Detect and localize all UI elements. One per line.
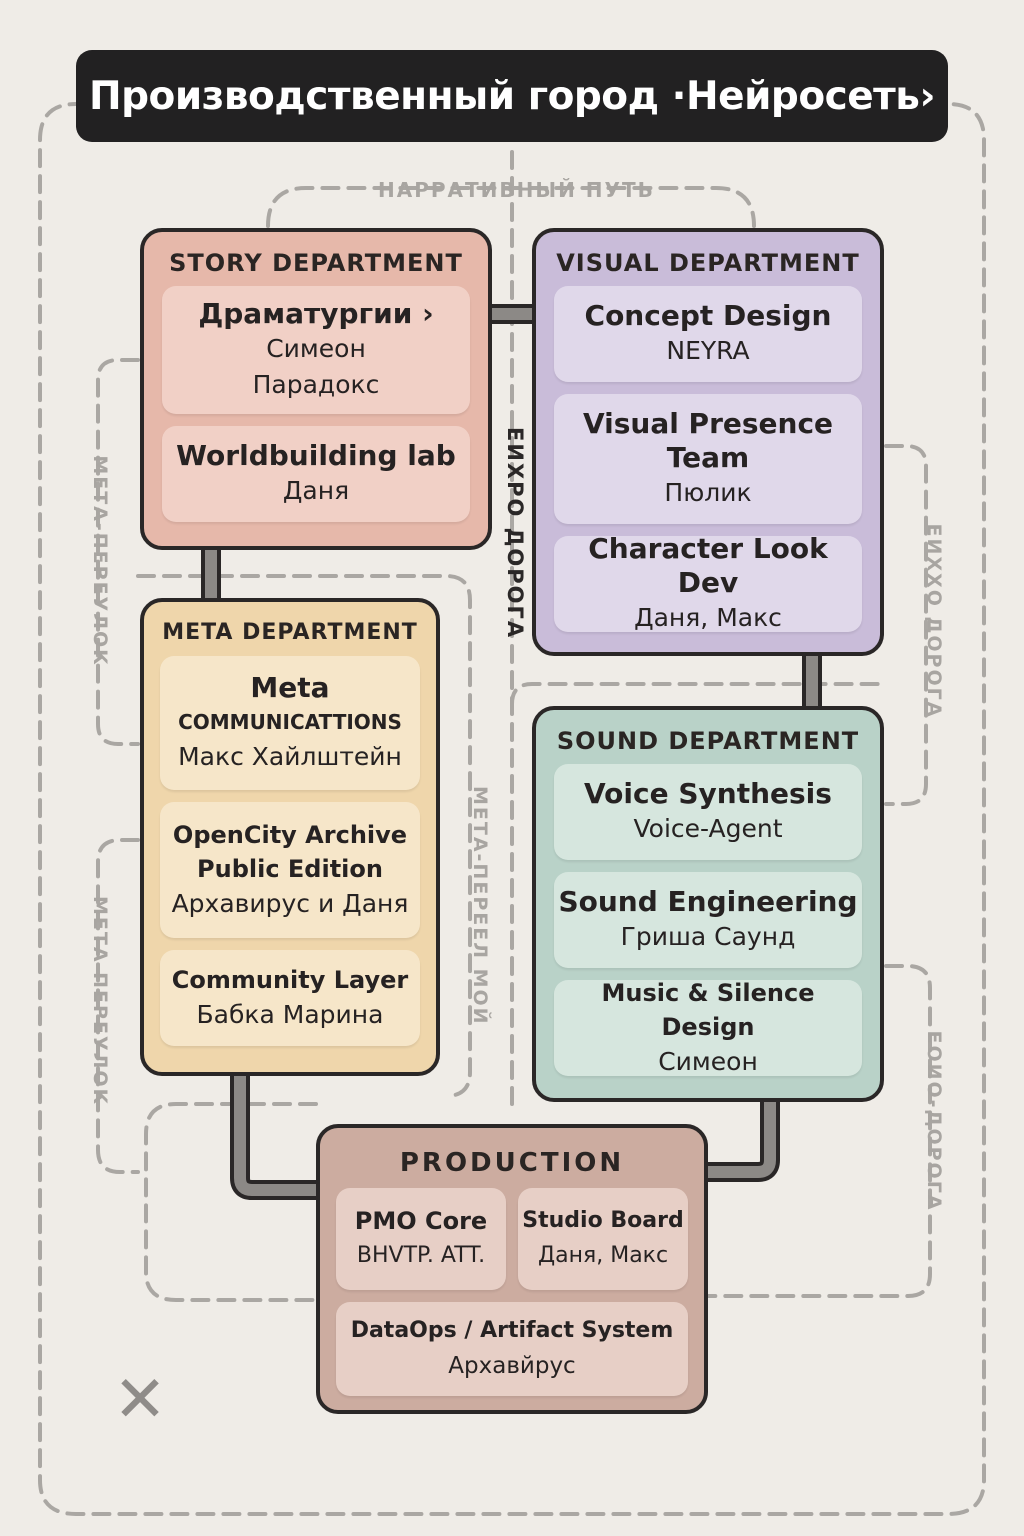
left-lower-road: [96, 838, 140, 1174]
unit-person: Даня, Макс: [634, 603, 782, 632]
unit-community-layer[interactable]: Community Layer Бабка Марина: [160, 950, 420, 1046]
department-title: SOUND DEPARTMENT: [556, 727, 860, 755]
unit-name-line2: Team: [666, 441, 750, 474]
unit-person: Архавирус и Даня: [171, 889, 409, 918]
unit-name: Meta: [250, 671, 330, 704]
unit-subtitle: COMMUNICATTIONS: [178, 710, 402, 734]
unit-visual-presence-team[interactable]: Visual Presence Team Пюлик: [554, 394, 862, 524]
department-title: STORY DEPARTMENT: [169, 249, 463, 277]
unit-name: Studio Board: [522, 1208, 684, 1233]
road-label-right-lower: ЕОИО-ДОРОГА: [923, 1030, 945, 1212]
road-label-narrative: НАРРАТИВНЫЙ ПУТЬ: [378, 178, 655, 202]
production-row: PMO Core BHVTP. ATT. Studio Board Даня, …: [336, 1188, 688, 1302]
right-lower-road: [706, 964, 932, 1298]
unit-person: Макс Хайлштейн: [178, 742, 402, 771]
unit-name: Character Look Dev: [588, 532, 828, 599]
unit-person: Парадокс: [252, 370, 380, 399]
right-upper-road: [884, 444, 928, 806]
left-upper-road: [96, 358, 140, 746]
outer-road: [38, 102, 986, 1516]
department-title: META DEPARTMENT: [162, 620, 418, 645]
unit-pmo-core[interactable]: PMO Core BHVTP. ATT.: [336, 1188, 506, 1290]
unit-person: BHVTP. ATT.: [356, 1243, 486, 1268]
road-label-left-upper: МЕТА-ПЕРЕУЛОК: [89, 455, 111, 667]
connector-sound-production: [706, 1100, 780, 1182]
sound-department[interactable]: SOUND DEPARTMENT Voice Synthesis Voice-A…: [532, 706, 884, 1102]
unit-person: Симеон: [658, 1047, 758, 1076]
unit-character-look-dev[interactable]: Character Look Dev Даня, Макс: [554, 532, 862, 632]
road-label-right-upper: ЕИХХО ДОРОГА: [923, 523, 945, 719]
unit-name-line2: Public Edition: [197, 855, 383, 883]
unit-name: Community Layer: [171, 966, 409, 994]
unit-name: OpenCity Archive: [172, 821, 408, 849]
unit-person: Бабка Марина: [196, 1000, 384, 1029]
road-label-left-lower: МЕТА ПЕРЕУЛОК: [89, 895, 111, 1107]
department-title: PRODUCTION: [399, 1148, 625, 1178]
unit-voice-synthesis[interactable]: Voice Synthesis Voice-Agent: [554, 764, 862, 860]
connector-meta-production: [230, 1074, 318, 1200]
unit-person: Даня, Макс: [537, 1243, 669, 1268]
unit-person: NEYRA: [666, 336, 750, 365]
unit-music-silence-design[interactable]: Music & Silence Design Симеон: [554, 979, 862, 1076]
unit-studio-board[interactable]: Studio Board Даня, Макс: [518, 1188, 688, 1290]
unit-name: Visual Presence: [582, 407, 834, 440]
unit-concept-design[interactable]: Concept Design NEYRA: [554, 286, 862, 382]
unit-person: Гриша Саунд: [620, 922, 796, 951]
unit-name: Драматургии ›: [198, 297, 434, 330]
road-label-center-left: МЕТА-ПЕРЕЕЛ МОЙ: [469, 786, 491, 1026]
unit-person: Даня: [282, 476, 350, 505]
unit-worldbuilding-lab[interactable]: Worldbuilding lab Даня: [162, 426, 470, 522]
meta-cross-road: [136, 574, 472, 1098]
unit-name: PMO Core: [354, 1207, 488, 1235]
page-title: Производственный город ·Нейросеть›: [76, 50, 948, 142]
story-department[interactable]: STORY DEPARTMENT Драматургии › Симеон Па…: [140, 228, 492, 550]
unit-name: Concept Design: [584, 299, 832, 332]
production-department[interactable]: PRODUCTION PMO Core BHVTP. ATT. Studio B…: [316, 1124, 708, 1414]
unit-name: Sound Engineering: [558, 885, 858, 918]
unit-person: Архавйрус: [448, 1353, 576, 1379]
unit-dataops-artifact-system[interactable]: DataOps / Artifact System Архавйрус: [336, 1302, 688, 1396]
unit-name: Worldbuilding lab: [176, 439, 456, 472]
visual-department[interactable]: VISUAL DEPARTMENT Concept Design NEYRA V…: [532, 228, 884, 656]
unit-name: Voice Synthesis: [584, 777, 832, 810]
unit-opencity-archive[interactable]: OpenCity Archive Public Edition Архавиру…: [160, 802, 420, 938]
unit-sound-engineering[interactable]: Sound Engineering Гриша Саунд: [554, 872, 862, 968]
unit-person: Пюлик: [664, 478, 752, 507]
close-icon[interactable]: ✕: [113, 1363, 167, 1437]
road-label-center: ЕИХРО ДОРОГА: [503, 427, 527, 640]
unit-person: Симеон: [266, 334, 366, 363]
department-title: VISUAL DEPARTMENT: [556, 249, 860, 277]
unit-name: Music & Silence Design: [601, 979, 815, 1041]
meta-department[interactable]: META DEPARTMENT Meta COMMUNICATTIONS Мак…: [140, 598, 440, 1076]
unit-name: DataOps / Artifact System: [350, 1318, 674, 1343]
sound-cross-road: [510, 682, 888, 708]
unit-person: Voice-Agent: [633, 814, 783, 843]
unit-meta-communications[interactable]: Meta COMMUNICATTIONS Макс Хайлштейн: [160, 656, 420, 790]
unit-dramaturgy[interactable]: Драматургии › Симеон Парадокс: [162, 286, 470, 414]
